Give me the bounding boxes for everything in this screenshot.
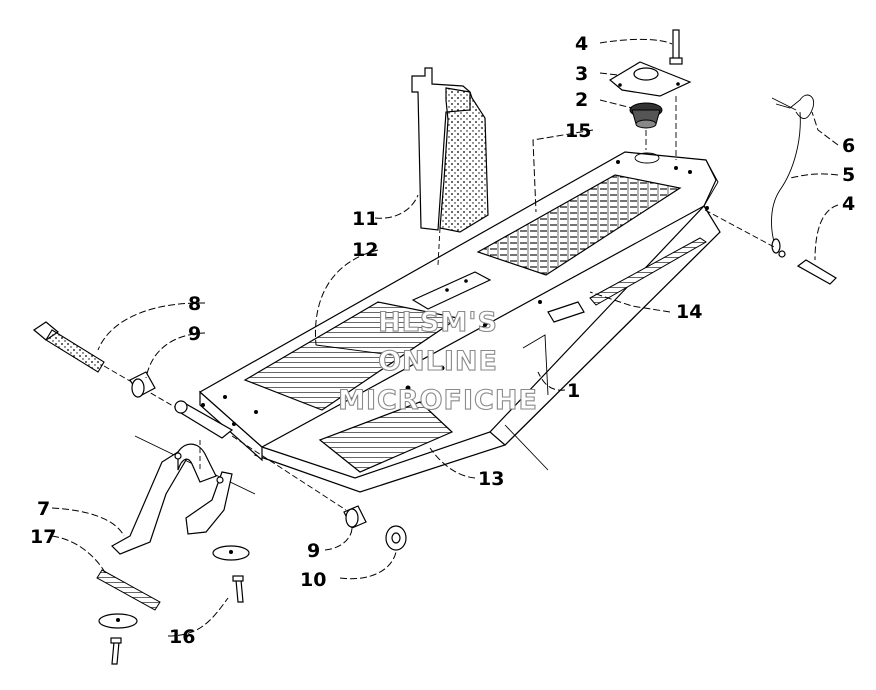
rear-cap-assembly [608,29,692,160]
rear-grille [476,174,682,276]
callout-9-front: 9 [188,323,201,345]
watermark-line-3: MICROFICHE [338,385,538,416]
callout-12: 12 [352,239,378,261]
callout-15: 15 [565,120,591,142]
front-tube [174,400,234,439]
bolt-top [669,29,683,65]
callouts: 4 3 2 15 6 5 4 11 12 8 9 1 14 13 7 17 16… [30,33,855,648]
callout-1: 1 [567,380,580,402]
strap-plate [96,569,161,611]
deck-mat [243,301,460,411]
callout-5: 5 [842,164,855,186]
callout-4-side: 4 [842,193,855,215]
callout-2: 2 [575,89,588,111]
side-decal [547,237,707,323]
callout-13: 13 [478,468,504,490]
mounting-holes [201,160,709,426]
heat-shield [411,67,489,266]
watermark-line-1: HLSM'S [378,307,498,338]
spacer-front [129,371,156,398]
leader-lines [51,38,839,637]
callout-16: 16 [169,626,195,648]
spacer-rear [231,435,367,529]
cap [608,61,692,97]
callout-6: 6 [842,135,855,157]
callout-14: 14 [676,301,702,323]
grommet-hole [634,152,660,164]
deck-bracket [411,271,492,310]
skirt-mat [318,401,454,473]
callout-8: 8 [188,293,201,315]
callout-9-rear: 9 [307,540,320,562]
skirt-rib [504,424,549,471]
watermark: HLSM'S ONLINE MICROFICHE [338,306,538,416]
callout-7: 7 [37,498,50,520]
callout-4-top: 4 [575,33,588,55]
callout-17: 17 [30,526,56,548]
callout-11: 11 [352,208,378,230]
long-bolt [32,321,181,411]
washer-lower [98,613,138,665]
watermark-line-2: ONLINE [378,346,498,377]
callout-3: 3 [575,63,588,85]
lock-nut [385,525,407,551]
washer-upper [212,545,250,603]
grommet [629,102,663,129]
steering-bracket [111,435,256,555]
tether-cable [704,94,837,285]
callout-10: 10 [300,569,326,591]
